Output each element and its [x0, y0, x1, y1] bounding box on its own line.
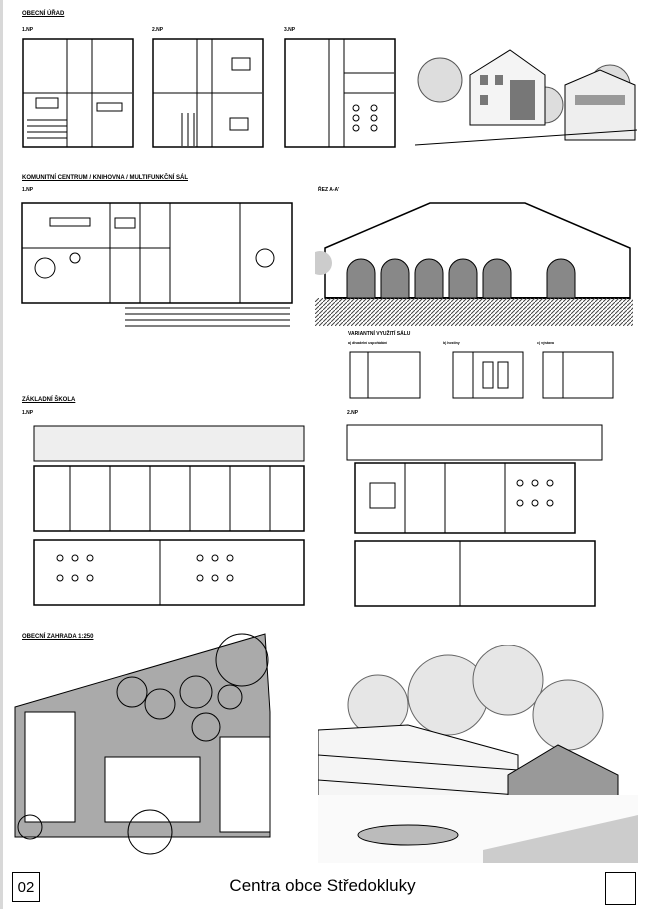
office-plan-1np [22, 38, 134, 148]
garden-render [318, 645, 638, 863]
office-plan-2np [152, 38, 264, 148]
board-title: Centra obce Středokluky [229, 876, 416, 895]
school-heading: ZÁKLADNÍ ŠKOLA [22, 397, 76, 403]
office-floor-1-label: 1.NP [22, 27, 34, 33]
garden-plan [14, 633, 271, 855]
page-number-box: 02 [12, 872, 40, 902]
garden-heading: OBECNÍ ZAHRADA 1:250 [22, 634, 94, 640]
school-plan-2np [346, 424, 603, 607]
office-render [415, 49, 637, 146]
community-heading: KOMUNITNÍ CENTRUM / KNIHOVNA / MULTIFUNK… [22, 175, 188, 181]
section-aa-label: ŘEZ A-A' [318, 187, 340, 193]
page-edge [0, 0, 3, 909]
variant-a-label: a) divadelní uspořádání [348, 341, 388, 345]
office-floor-2-label: 2.NP [152, 27, 164, 33]
variants-heading: VARIANTNÍ VYUŽITÍ SÁLU [348, 331, 411, 337]
school-plan-1np [33, 425, 305, 606]
school-floor-2-label: 2.NP [347, 410, 359, 416]
community-plan-1np [21, 202, 293, 327]
variants-plans [349, 351, 614, 399]
community-floor-label: 1.NP [22, 187, 34, 193]
office-plan-3np [284, 38, 396, 148]
school-floor-1-label: 1.NP [22, 410, 34, 416]
office-floor-3-label: 3.NP [284, 27, 296, 33]
office-heading: OBECNÍ ÚŘAD [22, 11, 65, 17]
variant-c-label: c) výstava [537, 341, 554, 345]
empty-corner-box [605, 872, 636, 905]
variant-b-label: b) hostiny [443, 341, 460, 345]
section-aa-drawing [315, 202, 633, 326]
